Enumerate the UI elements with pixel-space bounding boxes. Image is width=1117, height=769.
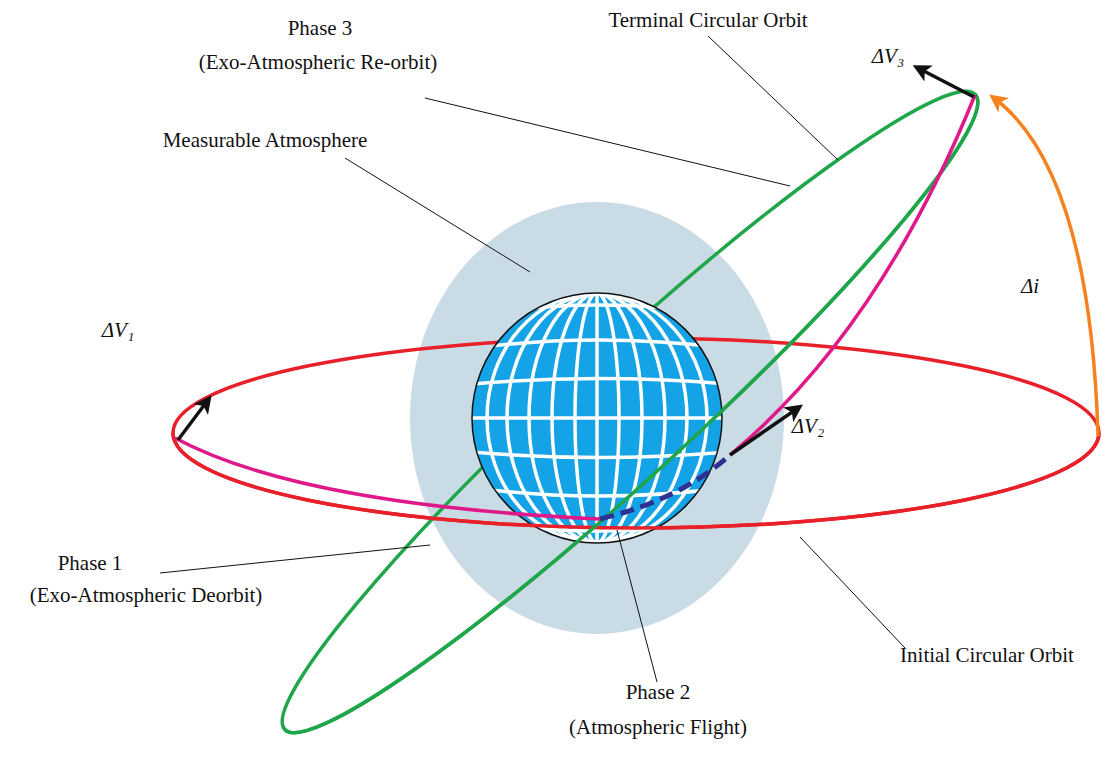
atmosphere-label: Measurable Atmosphere: [163, 128, 368, 152]
orbit-label: Initial Circular Orbit: [900, 643, 1074, 667]
terminal-orbit-front: [285, 95, 1017, 769]
phase-label: Phase 1: [58, 551, 123, 575]
inclination-arrow: [994, 98, 1098, 436]
delta-v-label: ΔV₃: [872, 44, 904, 68]
delta-v1-arrow: [178, 400, 208, 440]
phase-subtitle: (Exo-Atmospheric Re-orbit): [199, 50, 438, 74]
phase-label: Phase 2: [626, 680, 691, 704]
phase-label: Phase 3: [288, 16, 353, 40]
atmospheric-path: [600, 455, 730, 519]
atmosphere-disc: [410, 202, 784, 634]
orbit-label: Terminal Circular Orbit: [608, 8, 807, 32]
delta-v2-arrow: [730, 408, 798, 455]
reorbit-trajectory: [730, 95, 975, 455]
phase-subtitle: (Atmospheric Flight): [569, 715, 747, 739]
deorbit-trajectory: [175, 438, 600, 519]
initial-orbit-front: [173, 433, 1099, 528]
leader-lines: [160, 36, 905, 682]
delta-v-label: ΔV₂: [792, 414, 824, 438]
inclination-label: Δi: [1021, 274, 1039, 298]
phase-subtitle: (Exo-Atmospheric Deorbit): [30, 583, 263, 607]
delta-v3-arrow: [918, 68, 974, 97]
delta-v-label: ΔV₁: [102, 318, 134, 342]
globe-grid: [460, 280, 740, 560]
